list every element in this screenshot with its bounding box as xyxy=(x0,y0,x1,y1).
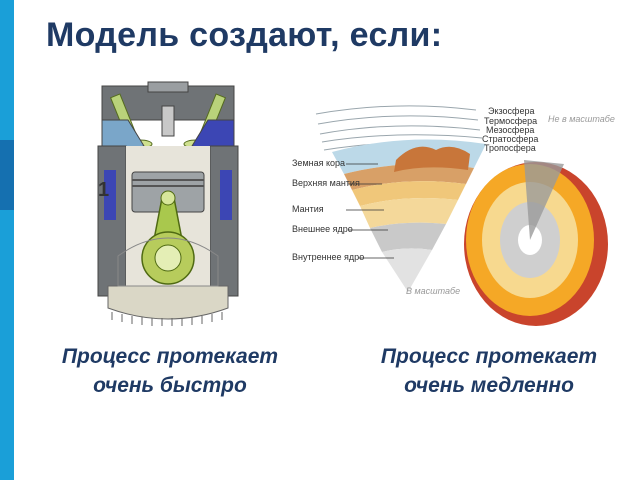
outer-core xyxy=(370,222,446,252)
layer-label-inner-core: Внутреннее ядро xyxy=(292,252,364,262)
layer-label-upper-mantle: Верхняя мантия xyxy=(292,178,360,188)
mantle xyxy=(360,198,458,228)
fast-caption-line2: очень быстро xyxy=(93,374,247,397)
not-to-scale-note: Не в масштабе xyxy=(548,114,615,124)
layer-label-crust: Земная кора xyxy=(292,158,345,168)
earth-structure-illustration: Экзосфера Термосфера Мезосфера Стратосфе… xyxy=(292,105,615,326)
accent-side-bar-highlight xyxy=(0,140,14,210)
layer-label-outer-core: Внешнее ядро xyxy=(292,224,353,234)
slide-title: Модель создают, если: xyxy=(46,16,443,54)
to-scale-note: В масштабе xyxy=(406,286,460,296)
layer-label-mantle: Мантия xyxy=(292,204,324,214)
atmosphere-label-stratosphere: Стратосфера xyxy=(482,134,538,144)
slow-caption-line1: Процесс протекает xyxy=(380,345,598,368)
fast-caption-line1: Процесс протекает xyxy=(61,345,279,368)
atmosphere-label-exosphere: Экзосфера xyxy=(488,106,534,116)
atmosphere-label-troposphere: Тропосфера xyxy=(484,143,536,153)
atmosphere-label-thermosphere: Термосфера xyxy=(484,116,537,126)
upper-mantle xyxy=(352,181,466,206)
atmosphere-label-mesosphere: Мезосфера xyxy=(486,125,534,135)
cylinder-number-label: 1 xyxy=(98,179,109,201)
slow-caption-line2: очень медленно xyxy=(404,374,574,397)
fast-process-caption: Процесс протекает очень быстро xyxy=(30,342,310,400)
earth-crust xyxy=(344,164,474,190)
earth-sphere-cutaway xyxy=(464,160,608,326)
slow-process-caption: Процесс протекает очень медленно xyxy=(349,342,629,400)
engine-cutaway-illustration: 1 xyxy=(97,81,239,326)
spark-plug xyxy=(161,105,175,137)
accent-side-bar xyxy=(0,0,14,480)
inner-core xyxy=(382,248,432,292)
